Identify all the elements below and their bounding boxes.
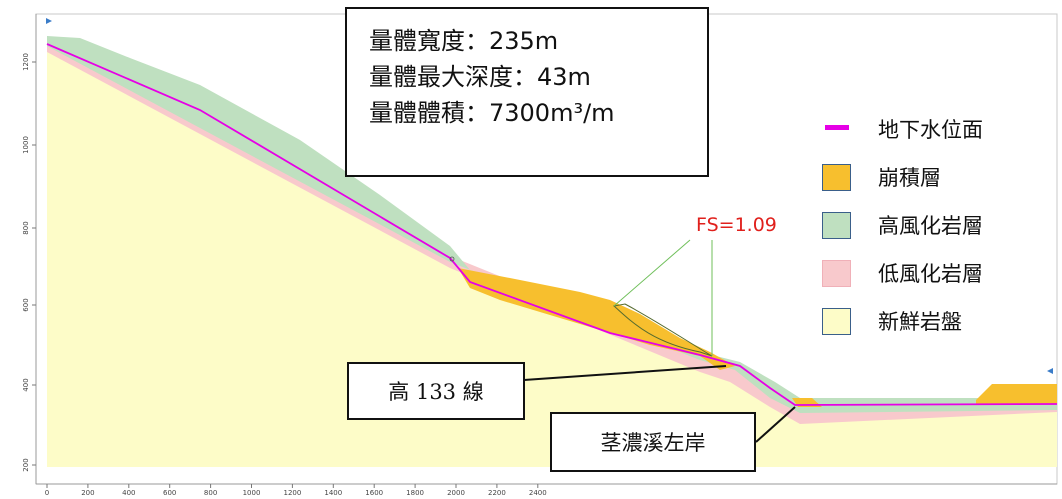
line-133-callout: 高 133 線: [347, 362, 525, 420]
legend: 地下水位面 崩積層 高風化岩層 低風化岩層 新鮮岩盤: [822, 110, 1057, 350]
axis-ticks: 0 200 400 600 800 1000 1200 1400 1600 1800 2000 220…: [22, 53, 547, 497]
x-tick-label: 1800: [406, 489, 424, 497]
bank-label-leader: [755, 406, 796, 443]
x-tick-label: 200: [81, 489, 94, 497]
y-tick-label: 400: [22, 378, 30, 391]
high-weathered-swatch-icon: [822, 212, 851, 239]
river-bank-callout: 茎濃溪左岸: [550, 412, 756, 472]
survey-point-icon: [449, 256, 455, 262]
x-tick-label: 2400: [529, 489, 547, 497]
river-bank-label: 茎濃溪左岸: [600, 431, 706, 455]
legend-item-colluvium: 崩積層: [822, 158, 1057, 206]
line-133-label: 高 133 線: [388, 380, 484, 404]
factor-of-safety-label: FS=1.09: [696, 214, 777, 236]
x-tick-label: 0: [45, 489, 49, 497]
right-boundary-flag-icon: [1047, 368, 1053, 374]
fs-pointer-line-left: [613, 239, 691, 307]
low-weathered-swatch-icon: [822, 260, 851, 287]
volume-text: 量體體積：7300m³/m: [369, 99, 615, 127]
colluvium-layer: [458, 268, 735, 370]
legend-item-high-weathered: 高風化岩層: [822, 206, 1057, 254]
x-tick-label: 1000: [243, 489, 261, 497]
left-boundary-flag-icon: [46, 18, 52, 24]
fresh-rock-layer: [47, 44, 1057, 467]
legend-item-groundwater: 地下水位面: [822, 110, 1057, 158]
x-tick-label: 1400: [324, 489, 342, 497]
colluvium-patch-right: [976, 384, 1057, 404]
y-tick-label: 600: [22, 298, 30, 311]
max-depth-text: 量體最大深度：43m: [369, 63, 591, 91]
x-tick-label: 600: [163, 489, 176, 497]
x-tick-label: 800: [204, 489, 217, 497]
width-text: 量體寬度：235m: [369, 27, 559, 55]
y-tick-label: 1200: [22, 53, 30, 71]
colluvium-swatch-icon: [822, 164, 851, 191]
legend-item-fresh-rock: 新鮮岩盤: [822, 302, 1057, 350]
groundwater-swatch-icon: [825, 125, 849, 130]
x-tick-label: 2200: [488, 489, 506, 497]
y-tick-label: 800: [22, 221, 30, 234]
x-tick-label: 400: [122, 489, 135, 497]
groundwater-table-line: [46, 43, 1058, 406]
x-tick-label: 1600: [365, 489, 383, 497]
line-label-leader: [523, 365, 727, 381]
y-tick-label: 1000: [22, 136, 30, 154]
fresh-rock-swatch-icon: [822, 308, 851, 335]
volume-info-box: 量體寬度：235m 量體最大深度：43m 量體體積：7300m³/m: [345, 7, 709, 177]
x-tick-label: 1200: [283, 489, 301, 497]
legend-item-low-weathered: 低風化岩層: [822, 254, 1057, 302]
x-tick-label: 2000: [447, 489, 465, 497]
high-weathered-rock-layer: [47, 36, 1057, 413]
y-tick-label: 200: [22, 458, 30, 471]
